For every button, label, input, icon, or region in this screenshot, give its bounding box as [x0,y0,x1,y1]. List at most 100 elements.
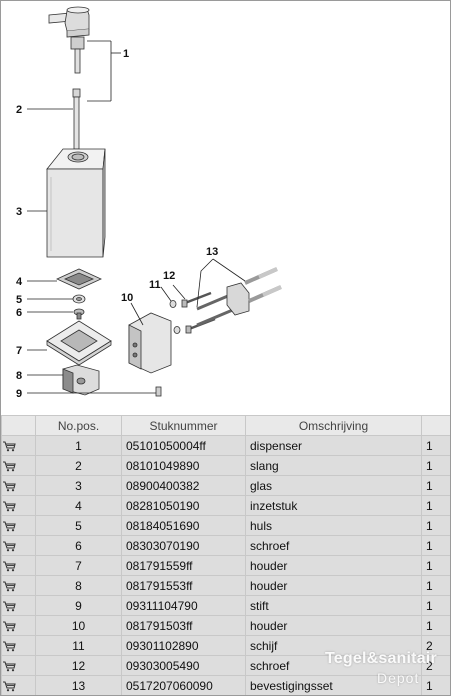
shopping-cart-icon [3,581,16,592]
cell-description: houder [245,615,422,636]
part-screw [73,308,85,320]
cell-part-number: 0517207060090 [121,675,246,695]
column-header-pos: No.pos. [35,415,122,436]
cell-part-number: 08184051690 [121,515,246,536]
callout-9: 9 [16,388,22,400]
callout-7: 7 [16,345,22,357]
cell-pos: 10 [35,615,122,636]
cell-pos: 5 [35,515,122,536]
shopping-cart-icon [3,521,16,532]
cell-pos: 7 [35,555,122,576]
add-to-cart-cell[interactable] [1,535,36,556]
add-to-cart-cell[interactable] [1,655,36,676]
part-holder-bottom [62,364,100,396]
part-holder-top [46,320,112,366]
add-to-cart-cell[interactable] [1,495,36,516]
cell-quantity: 1 [421,455,450,476]
column-header-part-number: Stuknummer [121,415,246,436]
cell-quantity: 1 [421,515,450,536]
callout-4: 4 [16,276,23,288]
cell-quantity: 2 [421,635,450,656]
callout-11: 11 [149,279,161,291]
cell-part-number: 08281050190 [121,495,246,516]
add-to-cart-cell[interactable] [1,675,36,695]
cell-part-number: 09311104790 [121,595,246,616]
add-to-cart-cell[interactable] [1,455,36,476]
part-sleeve [72,294,86,304]
cell-pos: 11 [35,635,122,656]
add-to-cart-cell[interactable] [1,575,36,596]
cell-part-number: 08900400382 [121,475,246,496]
shopping-cart-icon [3,601,16,612]
shopping-cart-icon [3,641,16,652]
part-wall-holder [128,312,172,374]
shopping-cart-icon [3,621,16,632]
cell-quantity: 1 [421,675,450,695]
cell-description: glas [245,475,422,496]
add-to-cart-cell[interactable] [1,435,36,456]
add-to-cart-cell[interactable] [1,475,36,496]
add-to-cart-cell[interactable] [1,615,36,636]
cell-quantity: 1 [421,575,450,596]
part-screws [181,291,216,334]
cell-quantity: 1 [421,615,450,636]
cell-description: schijf [245,635,422,656]
cell-pos: 12 [35,655,122,676]
part-glass [46,148,106,258]
cell-pos: 2 [35,455,122,476]
callout-13: 13 [206,246,218,258]
add-to-cart-cell[interactable] [1,515,36,536]
callout-6: 6 [16,307,22,319]
part-hose [72,88,81,150]
shopping-cart-icon [3,501,16,512]
callout-10: 10 [121,292,133,304]
cell-pos: 6 [35,535,122,556]
shopping-cart-icon [3,561,16,572]
column-header-cart [1,415,36,436]
cell-part-number: 081791503ff [121,615,246,636]
add-to-cart-cell[interactable] [1,555,36,576]
cell-quantity: 2 [421,655,450,676]
cell-description: slang [245,455,422,476]
add-to-cart-cell[interactable] [1,595,36,616]
cell-pos: 3 [35,475,122,496]
cell-pos: 1 [35,435,122,456]
callout-12: 12 [163,270,175,282]
cell-pos: 8 [35,575,122,596]
callout-2: 2 [16,104,22,116]
shopping-cart-icon [3,441,16,452]
callout-3: 3 [16,206,22,218]
column-header-quantity [421,415,450,436]
callout-1: 1 [123,48,129,60]
callout-5: 5 [16,294,22,306]
part-dispenser-pump [48,6,90,74]
cell-pos: 9 [35,595,122,616]
cell-description: bevestigingsset [245,675,422,695]
add-to-cart-cell[interactable] [1,635,36,656]
cell-part-number: 09303005490 [121,655,246,676]
callout-8: 8 [16,370,22,382]
cell-part-number: 09301102890 [121,635,246,656]
table-header-row: No.pos. Stuknummer Omschrijving [1,415,450,436]
cell-description: houder [245,575,422,596]
cell-description: inzetstuk [245,495,422,516]
cell-quantity: 1 [421,435,450,456]
cell-description: schroef [245,535,422,556]
cell-quantity: 1 [421,555,450,576]
column-header-description: Omschrijving [245,415,422,436]
cell-description: huls [245,515,422,536]
cell-description: houder [245,555,422,576]
callout-labels: 1 2 3 4 5 6 7 8 9 10 11 12 13 [16,48,218,400]
